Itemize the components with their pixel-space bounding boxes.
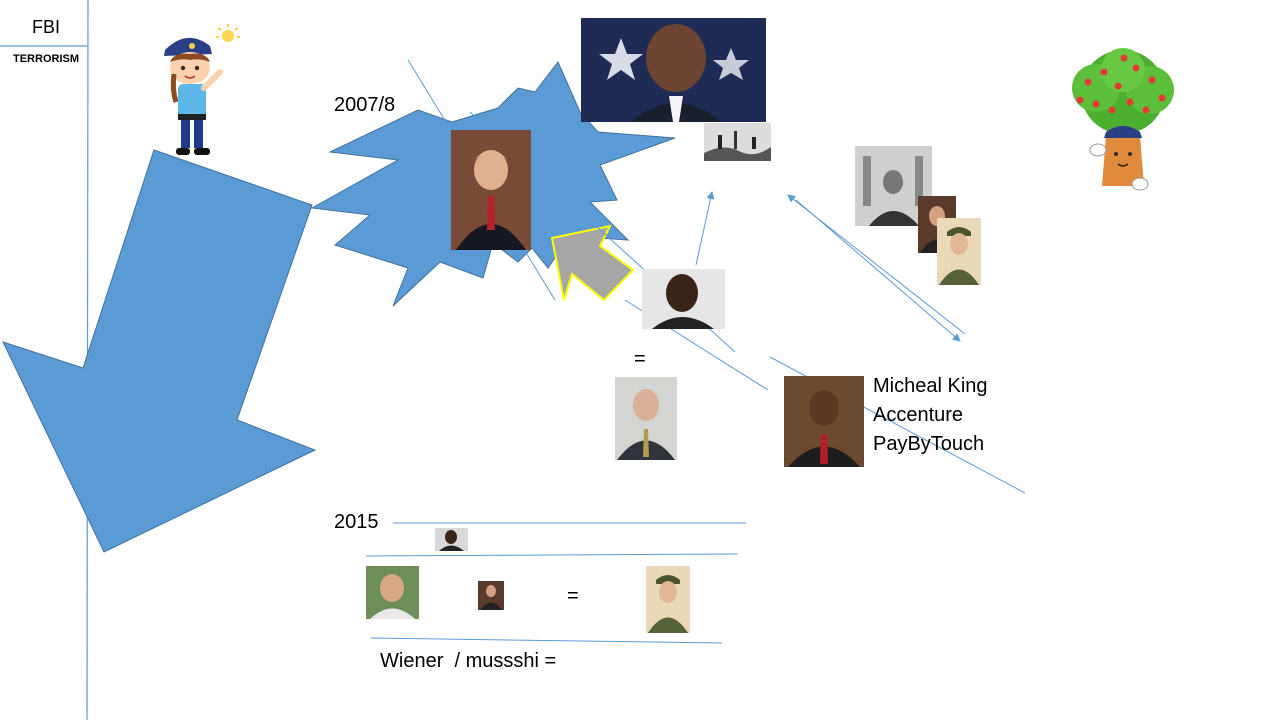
man-photo-gray-suit — [615, 377, 677, 460]
year-label-top: 2007/8 — [334, 94, 396, 116]
down-left-arrow[interactable] — [2, 149, 317, 553]
tree-illustration — [1072, 48, 1174, 191]
annotation-line-company: Accenture — [873, 404, 964, 426]
equals-sign-mid: = — [634, 348, 646, 370]
equals-sign-bottom: = — [567, 585, 579, 607]
arrow-line — [795, 199, 961, 342]
police-girl-illustration — [164, 24, 240, 155]
year-label-bottom: 2015 — [334, 511, 379, 533]
arrow-line — [695, 191, 715, 266]
man-photo-middle — [642, 269, 725, 329]
divider-line — [370, 637, 723, 644]
battle-photo — [704, 123, 771, 161]
soldier-photo-right — [937, 218, 981, 285]
divider-line — [365, 553, 739, 557]
small-man-photo-2015 — [435, 528, 468, 551]
tiny-portrait-photo — [478, 581, 504, 610]
gray-arrow[interactable] — [550, 224, 635, 302]
portrait-photo-top — [581, 18, 766, 122]
page-title: FBI — [32, 17, 61, 37]
annotation-line-name: Micheal King — [873, 375, 988, 397]
annotated-man-photo — [784, 376, 864, 467]
annotation-text-block: Micheal King Accenture PayByTouch — [873, 372, 988, 459]
smiling-man-photo — [366, 566, 419, 619]
formula-text: Wiener / mussshi = — [380, 650, 557, 672]
annotation-line-product: PayByTouch — [873, 433, 985, 455]
page-subtitle: TERRORISM — [13, 53, 79, 65]
soldier-photo-2015 — [646, 566, 690, 633]
businessman-photo-center — [451, 130, 531, 250]
